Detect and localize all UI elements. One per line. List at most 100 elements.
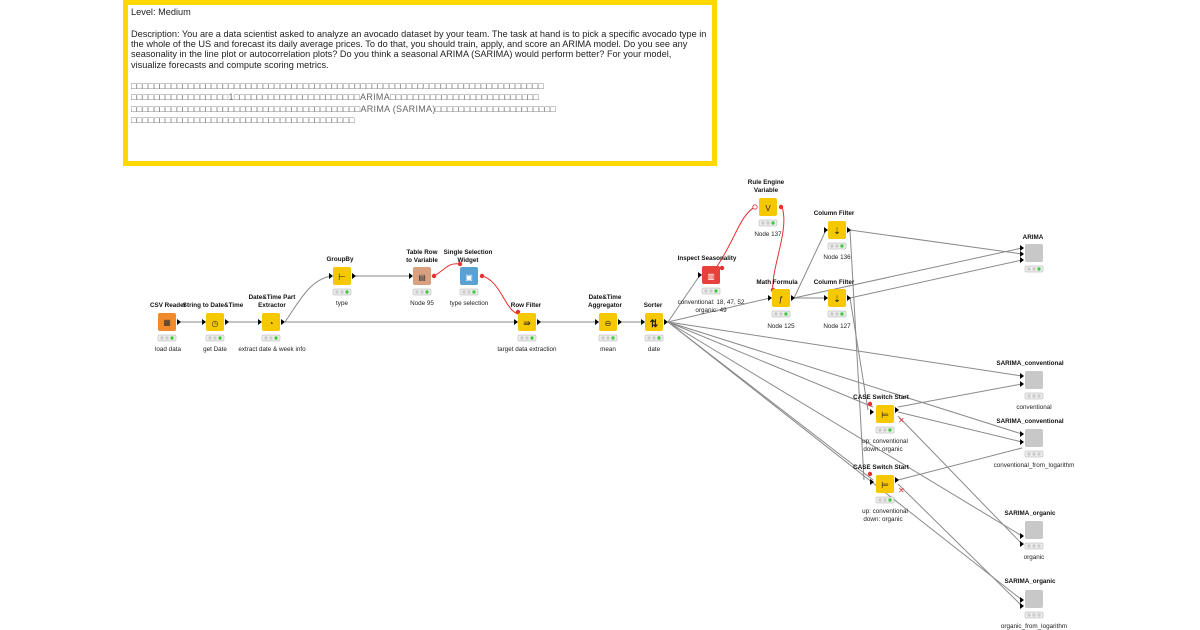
node-sarima-conventional-1[interactable]: SARIMA_conventional conventional <box>996 360 1063 411</box>
node-string-to-datetime[interactable]: String to Date&Time ◷ get Date <box>183 302 244 353</box>
node-title: Extractor <box>258 302 286 309</box>
node-case-switch-start-2[interactable]: CASE Switch Start ⊨ ✕ up: conventional d… <box>853 464 910 523</box>
workflow-annotation: Level: Medium Description: You are a dat… <box>123 0 717 166</box>
node-sarima-organic-2[interactable]: SARIMA_organic organic_from_logarithm <box>1001 578 1067 630</box>
node-label: target data extraction <box>497 346 557 353</box>
annotation-cjk-line-1: □□□□□□□□□□□□□□□□□□□□□□□□□□□□□□□□□□□□□□□□… <box>131 80 544 91</box>
annotation-cjk-line-2: □□□□□□□□□□□□□□□□□1□□□□□□□□□□□□□□□□□□□□□□… <box>131 92 540 103</box>
status-lights <box>205 334 225 342</box>
node-title: Inspect Seasonality <box>678 255 737 262</box>
node-label: up: conventional <box>862 438 908 445</box>
status-lights <box>598 334 618 342</box>
node-title: SARIMA_conventional <box>996 360 1063 367</box>
node-datetime-part-extractor[interactable]: Date&Time Part Extractor ◔ extract date … <box>238 294 306 353</box>
node-title: Date&Time <box>589 294 622 301</box>
status-lights <box>1024 611 1044 619</box>
node-label: get Date <box>203 346 227 353</box>
node-title: SARIMA_conventional <box>996 418 1063 425</box>
switch-icon: ⊨ <box>881 410 889 420</box>
node-label: Node 137 <box>754 231 782 238</box>
inactive-port-icon: ✕ <box>898 416 905 425</box>
node-label: conventional <box>1016 404 1051 411</box>
status-lights <box>332 288 352 296</box>
node-label: Node 125 <box>767 323 795 330</box>
node-title: Date&Time Part <box>249 294 297 301</box>
node-label: mean <box>600 346 616 353</box>
node-label: Node 136 <box>823 254 851 261</box>
node-label: type selection <box>450 300 489 307</box>
node-label: extract date & week info <box>238 346 306 353</box>
node-title: Math Formula <box>756 279 798 286</box>
node-math-formula[interactable]: Math Formula ƒ Node 125 <box>756 279 798 330</box>
node-table-row-to-variable[interactable]: Table Row to Variable ▤ Node 95 <box>406 249 438 307</box>
filter-icon: ⇛ <box>523 318 531 328</box>
status-lights <box>1024 392 1044 400</box>
node-csv-reader[interactable]: CSV Reader ▦ load data <box>150 302 187 353</box>
annotation-cjk-line-3: □□□□□□□□□□□□□□□□□□□□□□□□□□□□□□□□□□□□□□□□… <box>131 103 557 114</box>
node-title: to Variable <box>406 257 438 264</box>
status-lights <box>261 334 281 342</box>
status-lights <box>412 288 432 296</box>
node-label: down: organic <box>863 516 902 523</box>
node-title: CSV Reader <box>150 302 187 309</box>
node-sarima-conventional-2[interactable]: SARIMA_conventional conventional_from_lo… <box>994 418 1075 469</box>
table-icon: ▤ <box>418 273 426 282</box>
node-sorter[interactable]: Sorter ⇅ date <box>641 302 668 353</box>
node-groupby[interactable]: GroupBy ⊢ type <box>327 256 356 307</box>
annotation-cjk-line-4: □□□□□□□□□□□□□□□□□□□□□□□□□□□□□□□□□□□□□□□ <box>131 115 355 126</box>
node-title: Variable <box>754 187 779 194</box>
status-lights <box>875 426 895 434</box>
groupby-icon: ⊢ <box>338 272 346 282</box>
node-title: CASE Switch Start <box>853 394 910 401</box>
node-title: Sorter <box>644 302 663 309</box>
node-case-switch-start-1[interactable]: CASE Switch Start ⊨ ✕ up: conventional d… <box>853 394 910 453</box>
status-lights <box>875 496 895 504</box>
switch-icon: ⊨ <box>881 480 889 490</box>
node-arima-component[interactable]: ARIMA <box>1020 234 1044 273</box>
node-sarima-organic-1[interactable]: SARIMA_organic organic <box>1004 510 1056 561</box>
node-rule-engine-variable[interactable]: Rule Engine Variable V Node 137 <box>748 179 785 238</box>
annotation-level: Level: Medium <box>131 7 191 17</box>
node-label: conventional: 18, 47, 52 <box>678 299 745 306</box>
rule-icon: V <box>765 204 771 213</box>
status-lights <box>1024 450 1044 458</box>
chart-icon: ▥ <box>707 272 715 281</box>
node-title: Aggregator <box>588 302 622 309</box>
status-lights <box>758 219 778 227</box>
inactive-port-icon: ✕ <box>898 486 905 495</box>
status-lights <box>827 242 847 250</box>
status-lights <box>517 334 537 342</box>
data-connections <box>178 229 1023 607</box>
node-column-filter-136[interactable]: Column Filter ⇣ Node 136 <box>814 210 855 261</box>
table-icon: ▦ <box>163 318 171 327</box>
variable-connections <box>433 206 785 315</box>
node-title: SARIMA_organic <box>1004 578 1056 585</box>
sort-icon: ⇅ <box>650 319 659 330</box>
node-label: organic <box>1024 554 1045 561</box>
clock-icon: ◔ <box>269 319 274 328</box>
annotation-description: Description: You are a data scientist as… <box>131 29 707 70</box>
node-inspect-seasonality[interactable]: Inspect Seasonality ▥ conventional: 18, … <box>678 255 745 314</box>
node-label: type <box>336 300 348 307</box>
widget-icon: ▣ <box>465 273 473 282</box>
node-title: Column Filter <box>814 279 855 286</box>
node-column-filter-127[interactable]: Column Filter ⇣ Node 127 <box>814 279 855 330</box>
formula-icon: ƒ <box>779 295 783 304</box>
status-lights <box>644 334 664 342</box>
node-label: Node 95 <box>410 300 434 307</box>
aggregate-icon: ⊖ <box>605 319 612 328</box>
node-title: Rule Engine <box>748 179 785 186</box>
status-lights <box>827 310 847 318</box>
column-filter-icon: ⇣ <box>833 294 841 304</box>
node-title: GroupBy <box>327 256 354 263</box>
status-lights <box>1024 265 1044 273</box>
node-datetime-aggregator[interactable]: Date&Time Aggregator ⊖ mean <box>588 294 622 353</box>
node-title: Table Row <box>406 249 437 256</box>
node-row-filter[interactable]: Row Filter ⇛ target data extraction <box>497 302 557 353</box>
node-single-selection-widget[interactable]: Single Selection Widget ▣ type selection <box>444 249 493 307</box>
node-title: Widget <box>458 257 480 264</box>
node-title: CASE Switch Start <box>853 464 910 471</box>
node-title: String to Date&Time <box>183 302 244 309</box>
status-lights <box>1024 542 1044 550</box>
